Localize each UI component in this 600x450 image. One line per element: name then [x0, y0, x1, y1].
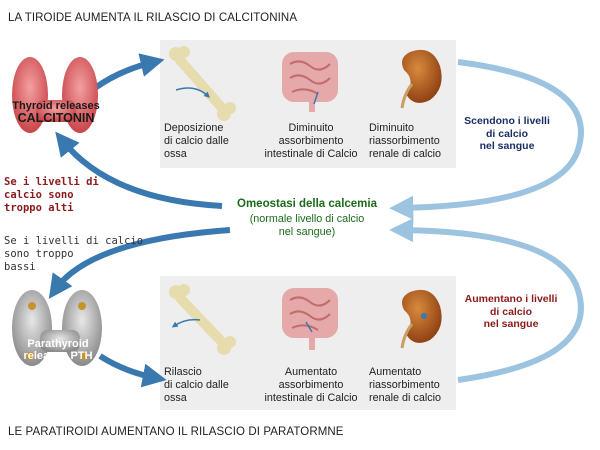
note-low-line2: sono troppo	[4, 248, 74, 260]
parathyroid-label-line2: releases PTH	[23, 350, 93, 362]
note-high-line1: Se i livelli di	[4, 176, 99, 188]
caption-line: renale di calcio	[369, 392, 442, 404]
thyroid-label: Thyroid releases CALCITONIN	[2, 100, 110, 124]
caption-kidney-decreased: Diminuito riassorbimento renale di calci…	[369, 122, 441, 161]
arrow-homeostasis-to-thyroid	[55, 131, 223, 209]
parathyroid-gland-icon	[12, 290, 102, 366]
caption-line: assorbimento	[278, 135, 344, 147]
top-title: LA TIROIDE AUMENTA IL RILASCIO DI CALCIT…	[8, 12, 298, 24]
bone-icon-bottom	[169, 284, 236, 355]
homeostasis-sub-line1: (normale livello di calcio	[249, 213, 365, 225]
note-levels-fall: Scendono i livelli di calcio nel sangue	[452, 115, 562, 153]
caption-line: assorbimento	[278, 379, 344, 391]
caption-line: intestinale di Calcio	[264, 148, 358, 160]
caption-line: Aumentato	[369, 366, 422, 378]
parathyroid-label: Parathyroid releases PTH	[4, 338, 112, 362]
caption-intestine-decreased: Diminuito assorbimento intestinale di Ca…	[246, 122, 376, 161]
note-fall-line1: Scendono i livelli	[464, 115, 550, 127]
thyroid-label-line1: Thyroid releases	[12, 100, 100, 112]
note-high-line2: calcio sono	[4, 189, 74, 201]
caption-line: riassorbimento	[369, 379, 440, 391]
note-rise-line2: di calcio	[489, 305, 532, 318]
caption-line: riassorbimento	[369, 135, 440, 147]
intestine-icon-top	[282, 52, 338, 112]
caption-line: Rilascio	[164, 366, 202, 378]
note-high-line3: troppo alti	[4, 202, 74, 214]
note-rise-line3: nel sangue	[483, 318, 539, 330]
intestine-icon-bottom	[282, 288, 338, 350]
note-levels-high: Se i livelli di calcio sono troppo alti	[4, 176, 99, 215]
homeostasis-box: Omeostasi della calcemia (normale livell…	[222, 198, 392, 239]
caption-kidney-increased: Aumentato riassorbimento renale di calci…	[369, 366, 441, 405]
homeostasis-subtitle: (normale livello di calcio nel sangue)	[222, 213, 392, 239]
caption-line: ossa	[164, 392, 187, 404]
caption-bone-deposition: Deposizione di calcio dalle ossa	[164, 122, 229, 161]
arrow-loop-bottom	[389, 218, 584, 383]
thyroid-label-line2: CALCITONIN	[17, 111, 95, 125]
arrow-thyroid-to-effects	[93, 53, 165, 91]
note-levels-low: Se i livelli di calcio sono troppo bassi	[4, 235, 143, 274]
caption-line: di calcio dalle	[164, 135, 229, 147]
caption-intestine-increased: Aumentato assorbimento intestinale di Ca…	[246, 366, 376, 405]
caption-line: di calcio dalle	[164, 379, 229, 391]
kidney-icon-bottom	[400, 289, 442, 349]
caption-line: renale di calcio	[369, 148, 442, 160]
caption-line: Diminuito	[288, 122, 334, 134]
arrow-loop-top	[389, 59, 584, 220]
caption-line: ossa	[164, 148, 187, 160]
caption-line: Aumentato	[284, 366, 338, 378]
note-rise-line1: Aumentano i livelli	[464, 293, 558, 305]
kidney-icon-top	[400, 49, 442, 109]
thyroid-gland-icon	[12, 57, 98, 133]
arrow-parathyroid-to-effects	[98, 353, 167, 388]
parathyroid-label-line1: Parathyroid	[27, 338, 89, 350]
note-low-line1: Se i livelli di calcio	[4, 235, 144, 247]
note-fall-line2: di calcio	[485, 127, 528, 140]
note-levels-rise: Aumentano i livelli di calcio nel sangue	[452, 293, 570, 331]
bone-icon-top	[169, 46, 236, 121]
note-low-line3: bassi	[4, 261, 36, 273]
caption-line: intestinale di Calcio	[264, 392, 358, 404]
bottom-title: LE PARATIROIDI AUMENTANO IL RILASCIO DI …	[8, 426, 344, 438]
homeostasis-sub-line2: nel sangue)	[278, 226, 336, 238]
caption-line: Diminuito	[369, 122, 415, 134]
arrow-homeostasis-to-parathyroid	[48, 227, 231, 299]
caption-line: Deposizione	[164, 122, 224, 134]
note-fall-line3: nel sangue	[479, 140, 535, 152]
caption-bone-release: Rilascio di calcio dalle ossa	[164, 366, 229, 405]
homeostasis-title: Omeostasi della calcemia	[237, 198, 377, 210]
